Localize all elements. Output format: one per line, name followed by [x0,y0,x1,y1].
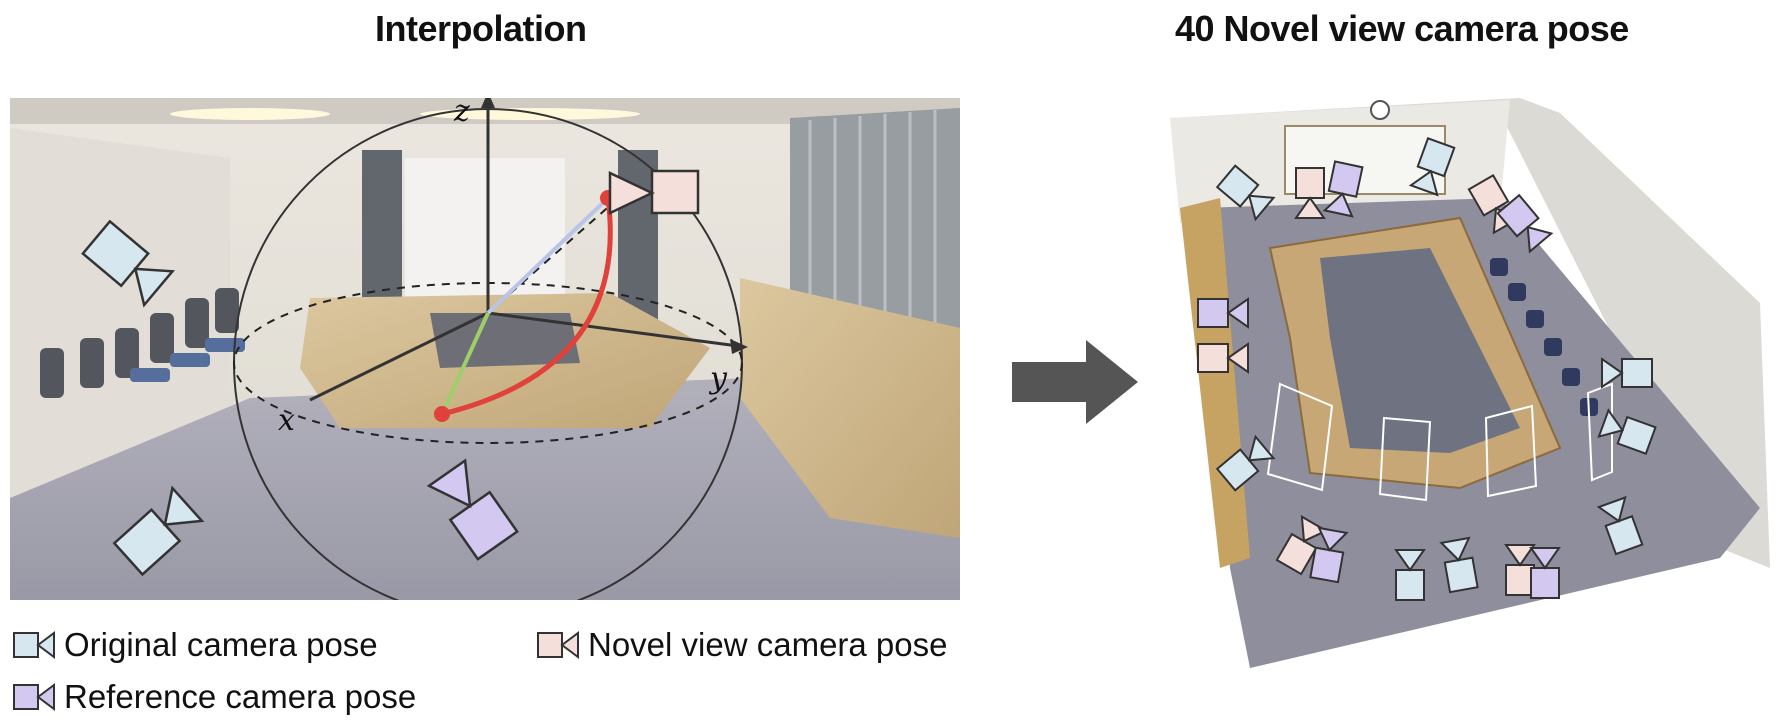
legend-reference-camera: Reference camera pose [12,678,416,716]
original-camera [112,485,205,577]
z-axis-label: z [453,98,470,129]
original-camera [1408,137,1456,197]
legend-reference-label: Reference camera pose [64,678,417,715]
original-camera-icon [13,631,55,659]
original-camera [1596,495,1644,556]
novel-camera [1197,342,1249,374]
chairs [1490,258,1598,416]
original-camera [1601,357,1653,389]
reference-camera [1197,297,1249,329]
y-axis-arrowhead [730,339,748,354]
x-axis [309,311,489,402]
original-camera [1215,434,1276,492]
reference-endpoint [434,406,450,422]
interpolation-scene: z y x [10,92,960,618]
ceiling-light [420,108,640,120]
novel-camera-icon [537,631,579,659]
original-camera [1597,408,1657,455]
novel-camera [1275,514,1329,576]
interpolation-path [441,197,613,417]
novel-camera [1504,544,1536,596]
novel-camera [1294,167,1326,219]
blind-slats [808,110,937,352]
z-axis-arrowhead [481,92,495,108]
y-axis [487,311,739,348]
transition-arrow [1012,340,1142,429]
novel-view-illustration [1170,98,1770,668]
interpolation-illustration: z y x [10,92,960,618]
novel-camera [608,169,700,215]
legend-original-camera: Original camera pose [12,626,378,664]
legend-original-label: Original camera pose [64,626,378,663]
reference-camera [426,458,519,561]
ceiling-light [170,108,330,120]
original-camera [1215,164,1276,222]
table-center-gap [1320,248,1520,453]
wooden-counter [740,278,960,538]
left-panel-title: Interpolation [375,8,587,49]
novel-view-scene [1160,88,1770,700]
y-axis-label: y [708,361,728,396]
original-camera [81,219,175,308]
reference-camera [1496,193,1554,254]
reference-camera [1322,160,1364,218]
reference-camera [1309,526,1349,584]
left-wall [10,128,230,518]
original-camera [1439,536,1479,594]
x-axis-label: x [278,403,295,438]
legend-novel-label: Novel view camera pose [588,626,948,663]
wall-clock [1370,100,1390,120]
blinds [790,108,960,358]
room-walls [1170,98,1770,568]
floor [10,378,960,600]
right-panel-title: 40 Novel view camera pose [1175,8,1629,49]
projection-line [487,201,615,314]
camera-frustums [1266,382,1613,502]
reference-camera [1529,547,1561,599]
reference-ray [440,312,490,415]
original-camera [1394,549,1426,601]
legend-novel-camera: Novel view camera pose [536,626,948,664]
novel-view-ray [486,196,610,315]
camera-pose-set [1197,137,1657,601]
chairs [40,288,239,398]
reference-camera-icon [13,683,55,711]
